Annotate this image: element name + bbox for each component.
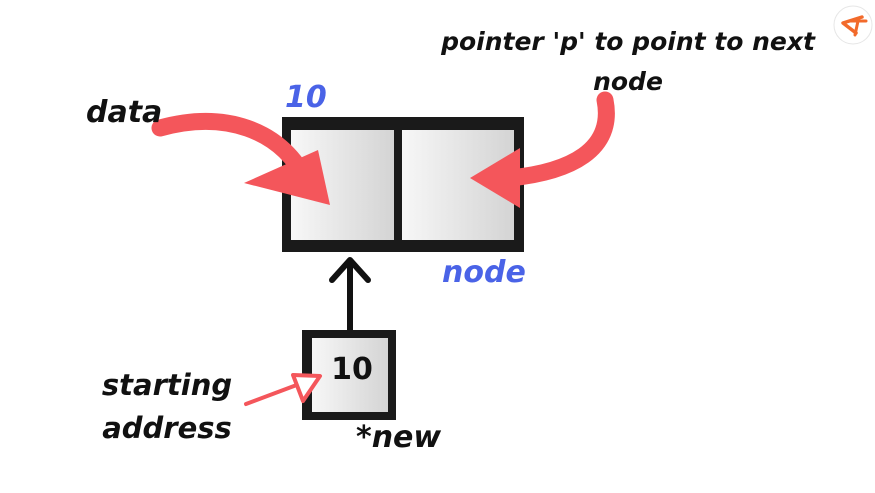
starting-address-label: starting address [101, 368, 233, 445]
node-value-label: 10 [285, 80, 327, 115]
data-label: data [86, 95, 163, 130]
pointer-box [302, 330, 396, 420]
pointer-arrow [470, 91, 615, 208]
brand-logo-icon [833, 5, 873, 45]
next-pointer-label: pointer 'p' to point to next node [441, 27, 815, 96]
connector-arrow [329, 257, 371, 330]
data-arrow [151, 113, 330, 205]
start-arrow [244, 373, 322, 406]
node-label: node [442, 255, 526, 290]
pointer-variable-label: *new [356, 420, 442, 455]
pointer-value: 10 [331, 352, 373, 387]
